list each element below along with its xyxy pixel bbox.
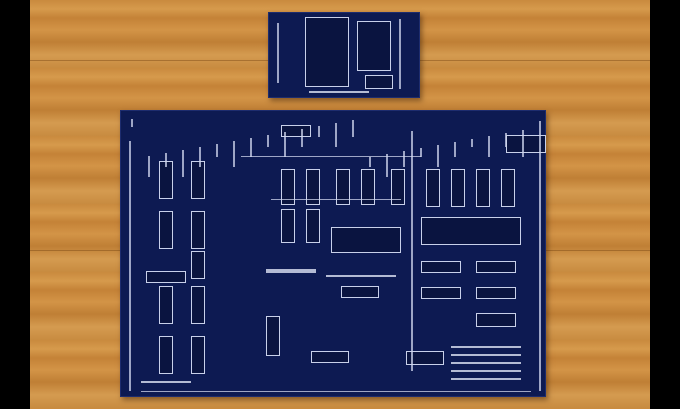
wooden-table	[30, 0, 650, 409]
trace	[301, 129, 303, 147]
ic-chip	[281, 169, 295, 205]
silkscreen-label	[451, 378, 521, 380]
trace	[241, 156, 421, 157]
trace	[233, 141, 235, 167]
trace	[199, 147, 201, 167]
trace	[148, 156, 150, 177]
silkscreen-label	[309, 91, 369, 93]
trace	[522, 130, 524, 157]
ic-chip	[361, 169, 375, 205]
trace	[454, 142, 456, 157]
ic-chip	[306, 169, 320, 205]
trace	[352, 120, 354, 137]
silkscreen-label	[451, 370, 521, 372]
trace	[471, 139, 473, 147]
silkscreen-label	[451, 354, 521, 356]
ic-chip	[357, 21, 391, 71]
trace	[335, 123, 337, 147]
ic-chip	[191, 251, 205, 279]
trace	[141, 391, 531, 392]
trace	[386, 154, 388, 177]
trace	[271, 199, 401, 200]
trace	[369, 157, 371, 167]
trace	[488, 136, 490, 157]
trace	[216, 144, 218, 157]
silkscreen-label	[451, 362, 521, 364]
ic-chip	[421, 217, 521, 245]
trace	[539, 121, 541, 391]
trace	[131, 119, 133, 127]
trace	[267, 135, 269, 147]
ic-chip	[365, 75, 393, 89]
ic-chip	[331, 227, 401, 253]
ic-chip	[406, 351, 444, 365]
ic-chip	[159, 286, 173, 324]
trace	[403, 151, 405, 167]
ic-chip	[266, 316, 280, 356]
trace	[284, 132, 286, 157]
ic-chip	[341, 286, 379, 298]
silkscreen-label	[326, 275, 396, 277]
trace	[411, 131, 413, 371]
ic-chip	[421, 261, 461, 273]
large-pcb	[120, 110, 546, 397]
ic-chip	[476, 169, 490, 207]
ic-chip	[159, 336, 173, 374]
trace	[129, 141, 131, 391]
ic-chip	[311, 351, 349, 363]
ic-chip	[281, 209, 295, 243]
trace	[420, 148, 422, 157]
trace	[505, 133, 507, 147]
ic-chip	[426, 169, 440, 207]
ic-chip	[421, 287, 461, 299]
ic-chip	[451, 169, 465, 207]
ic-chip	[191, 286, 205, 324]
ic-chip	[281, 125, 311, 137]
silkscreen-label	[141, 381, 191, 383]
trace	[318, 126, 320, 137]
ic-chip	[191, 211, 205, 249]
ic-chip	[306, 209, 320, 243]
trace	[437, 145, 439, 167]
trace	[399, 19, 401, 89]
ic-chip	[501, 169, 515, 207]
ic-chip	[476, 313, 516, 327]
ic-chip	[476, 287, 516, 299]
silkscreen-label	[266, 269, 316, 273]
ic-chip	[305, 17, 349, 87]
ic-chip	[191, 161, 205, 199]
trace	[250, 138, 252, 157]
ic-chip	[336, 169, 350, 205]
ic-chip	[391, 169, 405, 205]
trace	[277, 23, 279, 83]
small-pcb	[268, 12, 420, 98]
ic-chip	[191, 336, 205, 374]
trace	[182, 150, 184, 177]
ic-chip	[159, 211, 173, 249]
trace	[165, 153, 167, 167]
ic-chip	[146, 271, 186, 283]
ic-chip	[476, 261, 516, 273]
silkscreen-label	[451, 346, 521, 348]
